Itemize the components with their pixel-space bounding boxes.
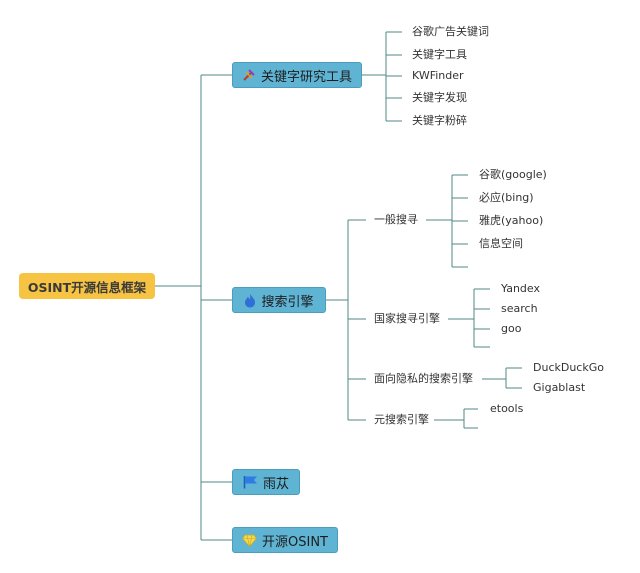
flag-icon bbox=[243, 475, 258, 489]
branch-search-engines[interactable]: 搜索引擎 bbox=[232, 287, 326, 313]
branch-opensource-label: 开源OSINT bbox=[262, 534, 328, 550]
group-general-search[interactable]: 一般搜寻 bbox=[374, 213, 418, 226]
leaf-yahoo[interactable]: 雅虎(yahoo) bbox=[479, 214, 544, 227]
leaf-google-ads-keywords[interactable]: 谷歌广告关键词 bbox=[412, 25, 489, 38]
leaf-duckduckgo[interactable]: DuckDuckGo bbox=[533, 361, 604, 374]
leaf-etools[interactable]: etools bbox=[490, 402, 524, 415]
diamond-icon bbox=[242, 534, 257, 547]
group-privacy-search[interactable]: 面向隐私的搜索引擎 bbox=[374, 372, 473, 385]
leaf-kwfinder[interactable]: KWFinder bbox=[412, 69, 464, 82]
leaf-search[interactable]: search bbox=[501, 302, 538, 315]
branch-search-label: 搜索引擎 bbox=[261, 294, 314, 310]
leaf-yandex[interactable]: Yandex bbox=[501, 282, 540, 295]
leaf-keyword-shitter[interactable]: 关键字粉碎 bbox=[412, 114, 467, 127]
branch-open-source-osint[interactable]: 开源OSINT bbox=[232, 527, 338, 553]
hammer-pick-icon bbox=[242, 68, 256, 82]
branch-yushi-label: 雨苁 bbox=[262, 476, 289, 492]
branch-keyword-tools[interactable]: 关键字研究工具 bbox=[232, 62, 362, 88]
root-label: OSINT开源信息框架 bbox=[27, 279, 147, 295]
leaf-goo[interactable]: goo bbox=[501, 322, 522, 335]
root-node[interactable]: OSINT开源信息框架 bbox=[19, 273, 155, 299]
branch-yushi[interactable]: 雨苁 bbox=[232, 469, 300, 495]
leaf-info-space[interactable]: 信息空间 bbox=[479, 237, 523, 250]
group-national-search[interactable]: 国家搜寻引擎 bbox=[374, 312, 440, 325]
leaf-gigablast[interactable]: Gigablast bbox=[533, 381, 586, 394]
leaf-google[interactable]: 谷歌(google) bbox=[479, 168, 547, 181]
leaf-bing[interactable]: 必应(bing) bbox=[479, 191, 534, 204]
branch-keyword-label: 关键字研究工具 bbox=[260, 69, 352, 85]
fire-icon bbox=[244, 293, 256, 308]
leaf-keyword-discovery[interactable]: 关键字发现 bbox=[412, 91, 467, 104]
group-meta-search[interactable]: 元搜索引擎 bbox=[374, 413, 429, 426]
leaf-keyword-tool[interactable]: 关键字工具 bbox=[412, 48, 467, 61]
